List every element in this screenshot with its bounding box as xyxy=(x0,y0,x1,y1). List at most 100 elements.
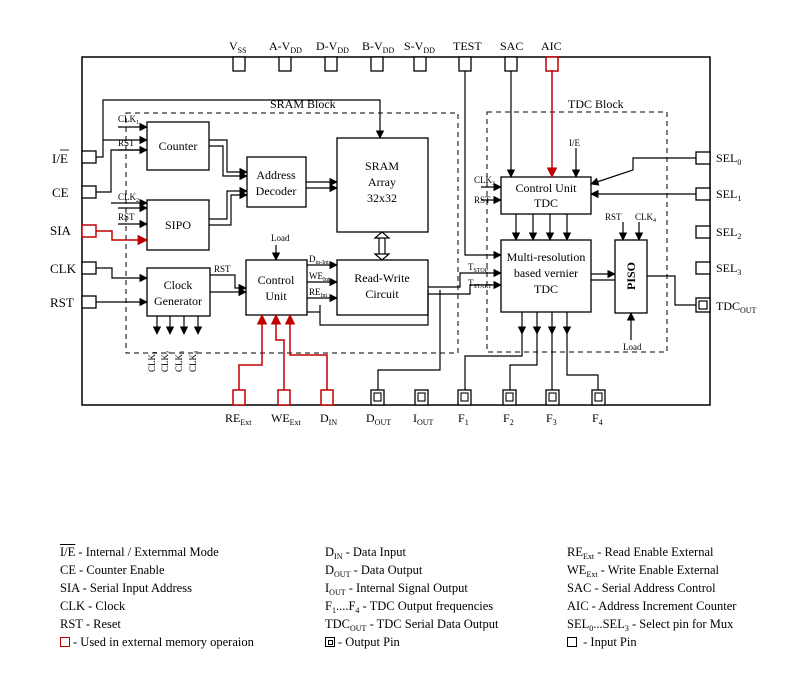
ie-tdc-signal: I/E xyxy=(569,138,580,148)
bottom-pins xyxy=(232,389,606,406)
clk2-signal: CLK2 xyxy=(118,192,139,204)
pin-din-label: DIN xyxy=(320,411,337,427)
tstart-signal: TSTART xyxy=(468,278,492,290)
tdc-control-label-2: TDC xyxy=(534,196,558,210)
address-decoder-label-2: Decoder xyxy=(256,184,297,198)
clk-out-3: CLK3 xyxy=(174,351,186,372)
clock-generator-block xyxy=(146,267,211,317)
rst-signal-c: RST xyxy=(214,264,231,274)
pin-sel2-label: SEL2 xyxy=(716,225,741,241)
control-unit-label-1: Control xyxy=(258,273,295,287)
rst-signal-a: RST xyxy=(118,138,135,148)
clk-out-1: CLK1 xyxy=(147,351,159,372)
pin-f2-label: F2 xyxy=(503,411,514,427)
sipo-label: SIPO xyxy=(165,218,191,232)
legend-item: AIC - Address Increment Counter xyxy=(567,599,737,613)
legend-item: TDCOUT - TDC Serial Data Output xyxy=(325,617,499,633)
pin-dout-label: DOUT xyxy=(366,411,391,427)
control-unit-block xyxy=(245,259,308,316)
vernier-label-3: TDC xyxy=(534,282,558,296)
wiring xyxy=(96,71,696,390)
legend-item: - Used in external memory operaion xyxy=(60,635,254,653)
pin-dvdd-label: D-VDD xyxy=(316,39,349,55)
pin-f3-label: F3 xyxy=(546,411,557,427)
legend-item: DIN - Data Input xyxy=(325,545,407,561)
rst-signal-e: RST xyxy=(605,212,622,222)
piso-label: PISO xyxy=(624,262,638,290)
pin-test-label: TEST xyxy=(453,39,482,53)
pin-sac-label: SAC xyxy=(500,39,523,53)
clk3-signal: CLK3 xyxy=(474,175,495,187)
load-signal-b: Load xyxy=(623,342,642,352)
pin-bvdd-label: B-VDD xyxy=(362,39,394,55)
tdc-region xyxy=(486,111,668,353)
read-write-circuit-block xyxy=(336,259,429,316)
legend-item: RST - Reset xyxy=(60,617,121,631)
sipo-block xyxy=(146,199,210,251)
legend-item: CE - Counter Enable xyxy=(60,563,165,577)
sram-array-label-3: 32x32 xyxy=(367,191,397,205)
clk1-signal: CLK1 xyxy=(118,114,139,126)
pin-sel0-label: SEL0 xyxy=(716,151,741,167)
tstop-signal: TSTOP xyxy=(468,262,489,274)
sram-array-block xyxy=(336,137,429,233)
legend-item: DOUT - Data Output xyxy=(325,563,423,579)
legend-item: - Input Pin xyxy=(567,635,736,653)
din-int-signal: Din-Int xyxy=(309,254,329,266)
pin-ie-label: I/E xyxy=(52,151,68,166)
legend-column-3: REExt - Read Enable External WEExt - Wri… xyxy=(567,545,736,653)
legend-column-1: I/E - Internal / Externmal Mode CE - Cou… xyxy=(60,545,254,653)
pin-iout-label: IOUT xyxy=(413,411,434,427)
left-pins xyxy=(81,150,97,309)
output-pin-swatch-icon xyxy=(325,637,335,647)
input-pin-swatch-icon xyxy=(567,637,577,647)
sram-region xyxy=(125,112,459,354)
we-int-signal: WEInt xyxy=(309,271,330,283)
vernier-label-2: based vernier xyxy=(514,266,578,280)
pin-ce-label: CE xyxy=(52,185,69,200)
clock-generator-label-2: Generator xyxy=(154,294,202,308)
load-signal-a: Load xyxy=(271,233,290,243)
sram-array-label-1: SRAM xyxy=(365,159,399,173)
legend-item: CLK - Clock xyxy=(60,599,126,613)
pin-sel1-label: SEL1 xyxy=(716,187,741,203)
read-write-label-2: Circuit xyxy=(365,287,399,301)
vernier-label-1: Multi-resolution xyxy=(507,250,586,264)
pin-avdd-label: A-VDD xyxy=(269,39,302,55)
address-decoder-label-1: Address xyxy=(256,168,296,182)
legend-column-2: DIN - Data Input DOUT - Data Output IOUT… xyxy=(325,545,499,653)
pin-sel3-label: SEL3 xyxy=(716,261,741,277)
pin-vss-label: VSS xyxy=(229,39,247,55)
external-wiring xyxy=(96,71,558,390)
external-pin-swatch-icon xyxy=(60,637,70,647)
clk-out-4: CLK4 xyxy=(188,351,200,372)
re-int-signal: REInt xyxy=(309,287,328,299)
address-decoder-block xyxy=(246,156,307,208)
clk4-signal: CLK4 xyxy=(635,212,656,224)
sram-region-label: SRAM Block xyxy=(270,97,336,111)
legend-item: SEL0...SEL3 - Select pin for Mux xyxy=(567,617,734,633)
pin-rst-label: RST xyxy=(50,295,74,310)
read-write-label-1: Read-Write xyxy=(354,271,410,285)
legend-item: - Output Pin xyxy=(325,635,499,653)
legend-item: REExt - Read Enable External xyxy=(567,545,714,561)
control-unit-label-2: Unit xyxy=(265,289,287,303)
top-pins xyxy=(232,56,559,72)
legend-item: IOUT - Internal Signal Output xyxy=(325,581,468,597)
pin-f1-label: F1 xyxy=(458,411,469,427)
pin-re-label: REExt xyxy=(225,411,252,427)
tdc-control-label-1: Control Unit xyxy=(515,181,577,195)
legend-item: WEExt - Write Enable External xyxy=(567,563,719,579)
legend-item: SAC - Serial Address Control xyxy=(567,581,716,595)
counter-label: Counter xyxy=(159,139,198,153)
tdc-control-unit-block xyxy=(500,176,592,215)
tdc-region-label: TDC Block xyxy=(568,97,624,111)
legend-item: I/E - Internal / Externmal Mode xyxy=(60,545,219,559)
counter-block xyxy=(146,121,210,171)
pin-clk-label: CLK xyxy=(50,261,77,276)
sram-array-label-2: Array xyxy=(368,175,396,189)
rst-signal-d: RST xyxy=(474,195,491,205)
pin-f4-label: F4 xyxy=(592,411,603,427)
pin-svdd-label: S-VDD xyxy=(404,39,435,55)
legend-item: SIA - Serial Input Address xyxy=(60,581,192,595)
